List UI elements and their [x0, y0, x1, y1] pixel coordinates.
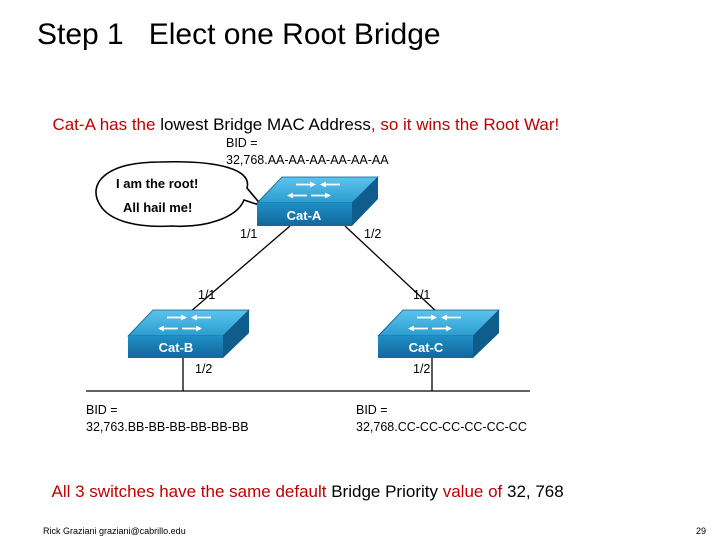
bubble-line2: All hail me!	[123, 200, 192, 215]
footer-credit: Rick Graziani graziani@cabrillo.edu	[43, 526, 186, 536]
switch-cat-a: Cat-A BID = 32,768.AA-AA-AA-AA-AA-AA 1/1…	[226, 136, 389, 241]
switch-cat-b: Cat-B 1/1 1/2 BID = 32,763.BB-BB-BB-BB-B…	[86, 288, 250, 434]
bottom-note-value: 32, 768	[506, 482, 564, 501]
cat-a-port-left: 1/1	[240, 227, 257, 241]
bottom-note: All 3 switches have the same default Bri…	[43, 462, 564, 502]
cat-b-bid-value: 32,763.BB-BB-BB-BB-BB-BB	[86, 420, 249, 434]
bottom-note-part3: value of	[437, 482, 507, 501]
cat-c-bid-value: 32,768.CC-CC-CC-CC-CC-CC	[356, 420, 527, 434]
top-note-part3: , so it wins the Root War!	[370, 115, 560, 134]
slide-title: Step 1 Elect one Root Bridge	[37, 18, 441, 51]
bottom-note-part1: All 3 switches have the same default	[51, 482, 332, 501]
cat-c-port-bottom: 1/2	[413, 362, 430, 376]
cat-c-port-top: 1/1	[413, 288, 430, 302]
switch-icon	[127, 309, 250, 358]
cat-b-bid-label: BID =	[86, 403, 118, 417]
top-note-emphasis: lowest Bridge MAC Address	[160, 115, 371, 134]
top-note: Cat-A has the lowest Bridge MAC Address,…	[43, 95, 559, 135]
speech-bubble-icon: I am the root! All hail me!	[95, 160, 265, 228]
cat-a-label: Cat-A	[287, 208, 322, 223]
cat-b-label: Cat-B	[159, 340, 194, 355]
link-a-b	[189, 225, 291, 313]
switch-cat-c: Cat-C 1/1 1/2 BID = 32,768.CC-CC-CC-CC-C…	[356, 288, 527, 434]
cat-c-label: Cat-C	[409, 340, 444, 355]
page-number: 29	[695, 526, 706, 536]
link-a-c	[344, 225, 438, 313]
bubble-line1: I am the root!	[116, 176, 198, 191]
switch-icon	[377, 309, 500, 358]
cat-b-port-bottom: 1/2	[195, 362, 212, 376]
top-note-part1: Cat-A has the	[52, 115, 161, 134]
switch-icon	[256, 176, 379, 226]
cat-a-bid-label: BID =	[226, 136, 258, 150]
cat-c-bid-label: BID =	[356, 403, 388, 417]
cat-a-bid-value: 32,768.AA-AA-AA-AA-AA-AA	[226, 153, 389, 167]
cat-a-port-right: 1/2	[364, 227, 381, 241]
bottom-note-emphasis: Bridge Priority	[331, 482, 438, 501]
cat-b-port-top: 1/1	[198, 288, 215, 302]
